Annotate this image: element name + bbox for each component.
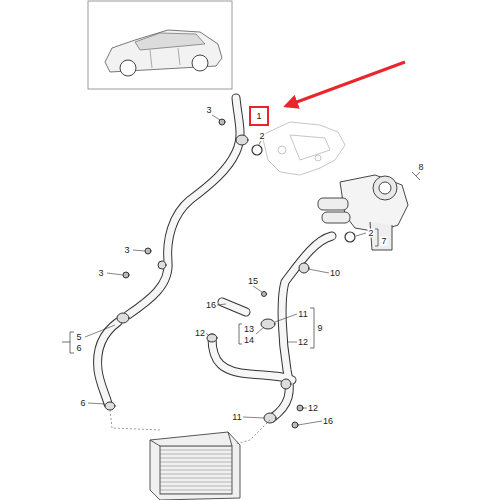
callout-number: 7 (380, 237, 387, 246)
callout-number: 2 (258, 132, 265, 141)
callout-number: 3 (97, 269, 104, 278)
callout-number: 13 (243, 325, 255, 334)
callout-number: 6 (75, 344, 82, 353)
callout-number: 1 (256, 112, 261, 121)
callout-number: 8 (417, 163, 424, 172)
callout-number: 15 (247, 277, 259, 286)
callout-number: 12 (307, 404, 319, 413)
callout-number: 11 (297, 310, 308, 319)
callout-number: 12 (194, 329, 206, 338)
coolant-hoses (98, 98, 355, 428)
callout-number: 16 (205, 301, 217, 310)
highlight-arrow (286, 62, 405, 106)
oil-cooler (150, 432, 240, 500)
callout-number: 3 (123, 246, 130, 255)
callout-number: 9 (316, 324, 323, 333)
leader-lines (85, 115, 420, 425)
callout-number: 11 (231, 413, 242, 422)
callout-number: 12 (297, 338, 309, 347)
vehicle-thumbnail (88, 1, 232, 89)
engine-housing (262, 122, 345, 175)
callout-number: 14 (243, 336, 255, 345)
callout-number: 6 (79, 399, 86, 408)
highlight-box: 1 (249, 106, 269, 126)
callout-number: 2 (367, 229, 374, 238)
callout-number: 10 (329, 269, 341, 278)
group-brackets (62, 229, 378, 353)
callout-number: 3 (205, 106, 212, 115)
callout-number: 16 (322, 417, 334, 426)
callout-number: 5 (75, 333, 82, 342)
